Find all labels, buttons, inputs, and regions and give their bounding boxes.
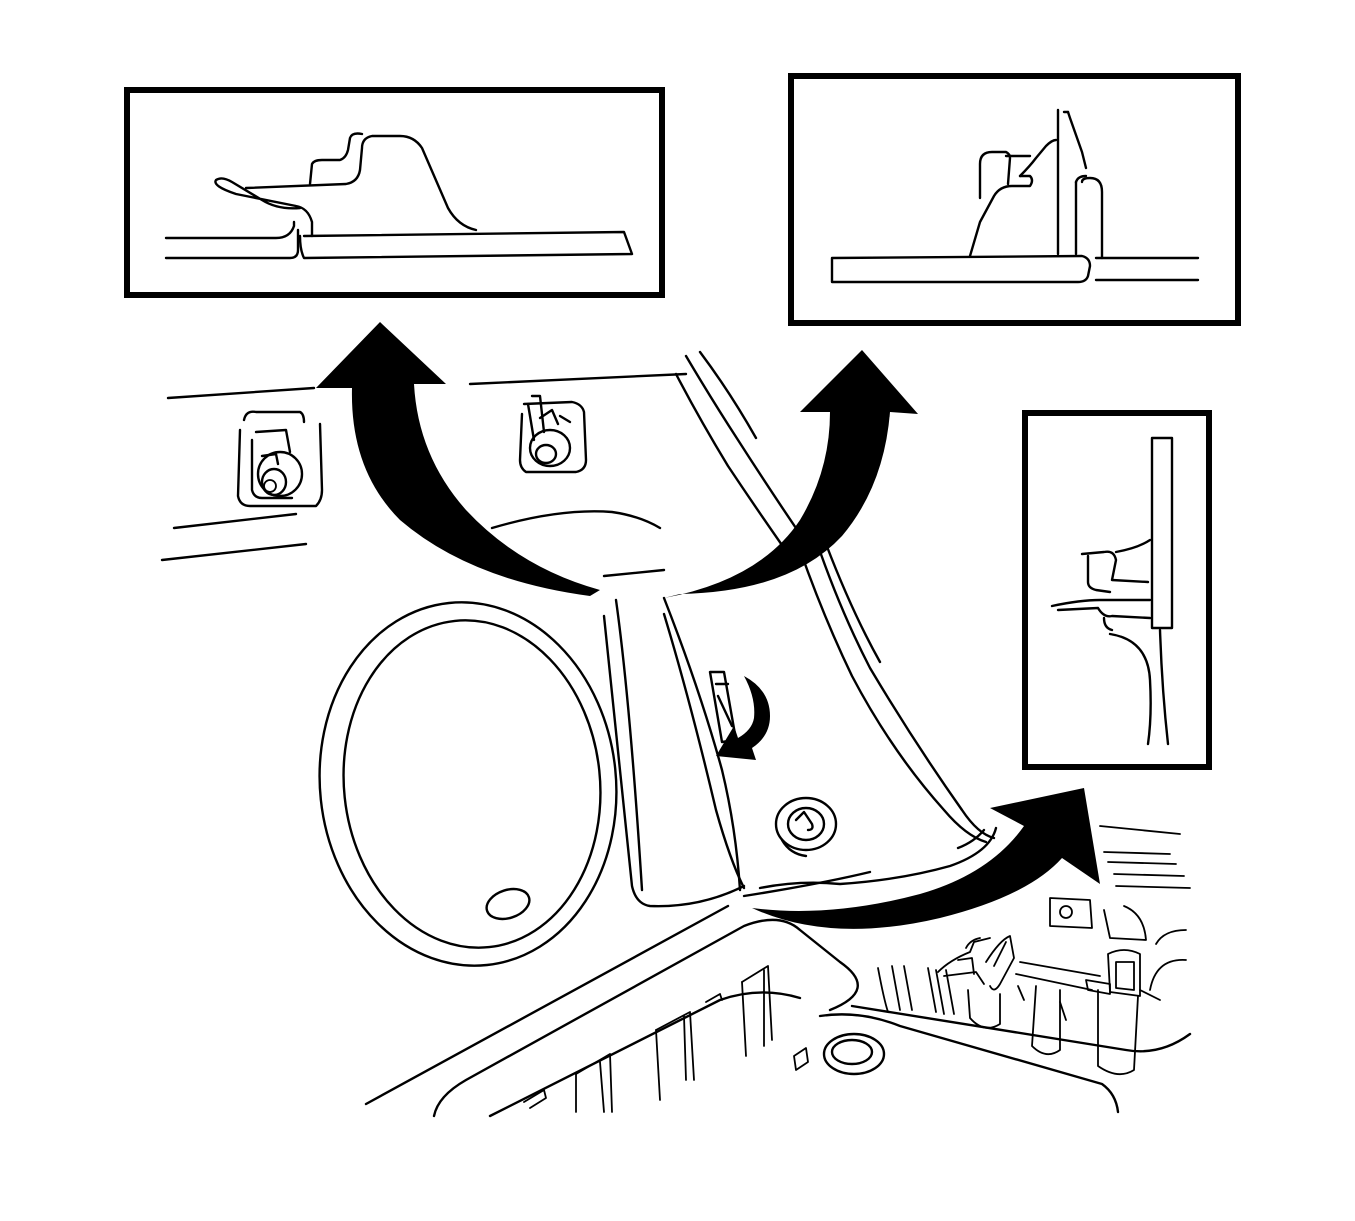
inset-right <box>1022 410 1212 770</box>
curved-arrow-icon <box>752 788 1100 929</box>
clip-mount-center <box>518 394 588 474</box>
clip-mount-left <box>236 410 324 508</box>
rotate-arrow-icon <box>716 676 770 760</box>
inset-top-right <box>788 73 1241 326</box>
quarter-trim-body <box>160 350 1192 1118</box>
arrow-to-top-right <box>664 350 918 598</box>
curved-arrow-icon <box>316 322 600 596</box>
clip-detail-icon <box>1050 436 1174 746</box>
clip-detail-icon <box>830 108 1200 284</box>
arrow-to-right <box>752 788 1100 929</box>
clip-mount-lower <box>774 796 838 858</box>
curved-arrow-icon <box>664 350 918 598</box>
inset-top-left <box>124 87 665 298</box>
small-rotate-arrow <box>716 676 770 760</box>
clip-detail-icon <box>164 132 634 260</box>
arrow-to-top-left <box>316 322 600 596</box>
